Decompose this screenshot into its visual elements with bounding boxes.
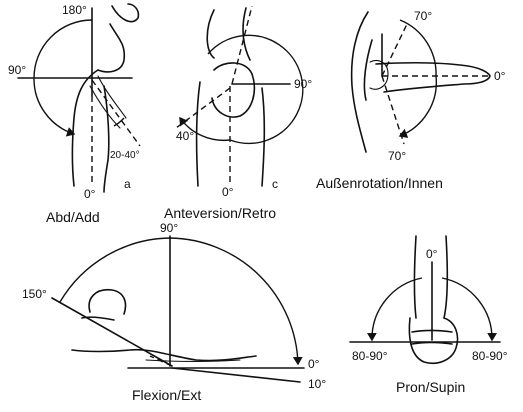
panel-rotation: 70° 70° 0° Außenrotation/Innen [316, 9, 506, 191]
label-flex-low: 10° [308, 377, 326, 391]
shoulder-outline [370, 61, 388, 90]
label-rot-top: 70° [414, 9, 432, 23]
supination-arc [442, 278, 492, 340]
panel-abduction: 180° 90° 0° 20-40° a Abd/Add [8, 3, 140, 225]
label-ante-bottom: 0° [222, 185, 234, 199]
panel-anteversion: 90° 40° 0° c Anteversion/Retro [164, 6, 312, 221]
fist-outline [409, 318, 457, 363]
caption-pron: Pron/Supin [396, 379, 465, 395]
rotation-arc [400, 20, 436, 136]
internal-rotation-line [382, 76, 404, 144]
adduction-line [92, 80, 140, 146]
label-pron-left: 80-90° [352, 349, 388, 363]
caption-ante: Anteversion/Retro [164, 205, 276, 221]
label-flex-left: 150° [22, 287, 47, 301]
caption-abd: Abd/Add [46, 209, 100, 225]
flexion-150-line [52, 298, 172, 366]
label-pron-right: 80-90° [472, 349, 508, 363]
anteversion-line [232, 6, 252, 84]
figure-outline [352, 12, 372, 152]
panel-flexion: 90° 150° 0° 10° Flexion/Ext [22, 221, 326, 403]
flexion-arc [60, 238, 298, 364]
label-flex-right: 0° [308, 357, 320, 371]
label-ante-side: 90° [294, 77, 312, 91]
forearm-outline [376, 63, 490, 92]
caption-rot: Außenrotation/Innen [316, 175, 443, 191]
label-rot-bottom: 70° [388, 149, 406, 163]
extension-10-line [172, 368, 300, 382]
label-abd-letter: a [124, 177, 131, 191]
abduction-arc [34, 20, 92, 134]
panel-pronation: 0° 80-90° 80-90° Pron/Supin [350, 236, 508, 395]
label-abd-side: 90° [8, 63, 26, 77]
label-ante-letter: c [272, 177, 278, 191]
caption-flex: Flexion/Ext [132, 387, 201, 403]
label-pron-top: 0° [426, 247, 438, 261]
external-rotation-line [382, 22, 408, 76]
label-abd-bottom: 0° [84, 187, 96, 201]
label-rot-side: 0° [494, 69, 506, 83]
shoulder-outline [212, 63, 254, 117]
label-abd-top: 180° [62, 3, 87, 17]
label-ante-back: 40° [176, 129, 194, 143]
label-flex-top: 90° [160, 221, 178, 235]
label-abd-range: 20-40° [110, 150, 140, 161]
